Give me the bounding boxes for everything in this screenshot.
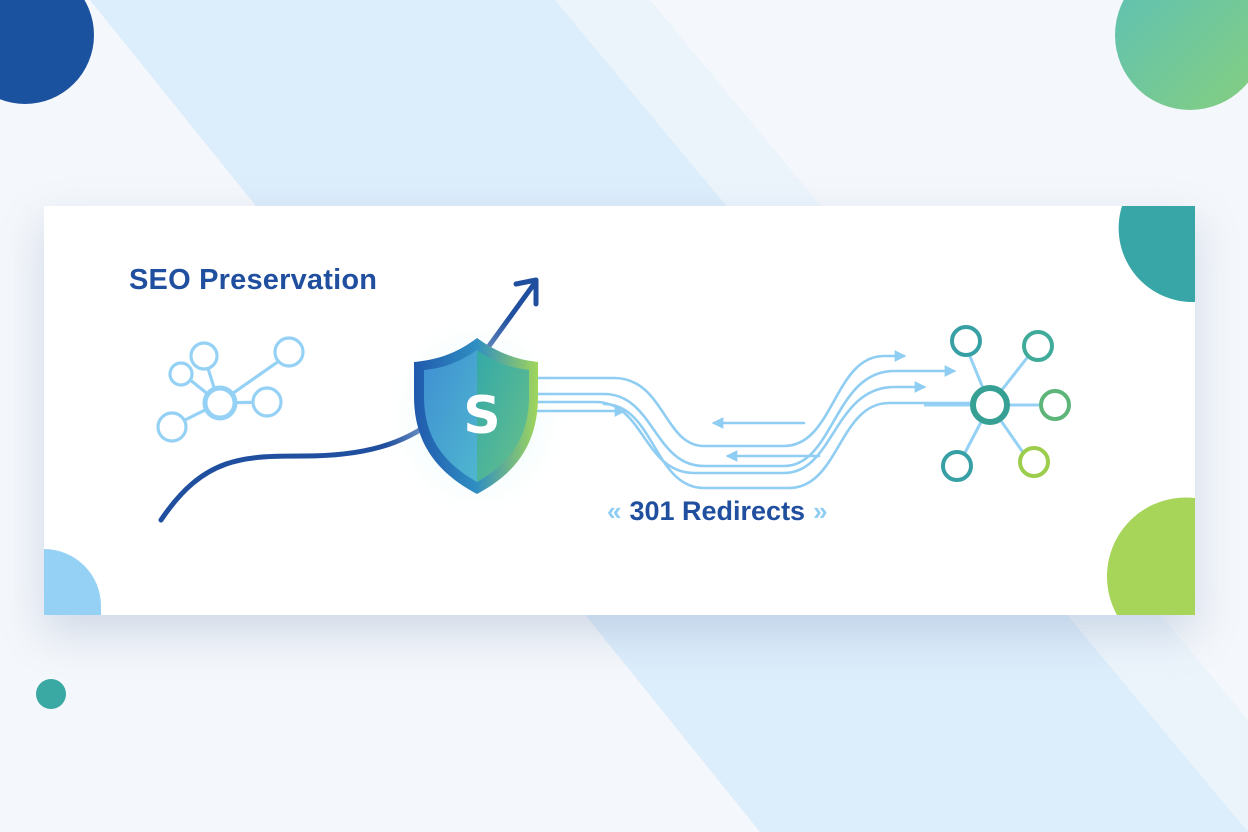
banner-title: SEO Preservation [129, 264, 378, 296]
teal-dot-decor [36, 679, 66, 709]
navy-circle-decor [0, 0, 94, 104]
shield-icon [414, 338, 538, 494]
corner-decor-top-right [1118, 206, 1195, 303]
teal-circle-decor [1115, 0, 1248, 110]
banner-card: SEO Preservation S « 301 Redirects » [44, 206, 1195, 615]
banner-graphics [44, 206, 1195, 615]
redirect-flow-arrows-icon [536, 350, 976, 490]
corner-decor-bottom-right [1106, 497, 1195, 615]
redirect-label: « 301 Redirects » [607, 496, 828, 527]
chevron-right-icon: » [813, 496, 828, 526]
corner-decor-bottom-left [44, 549, 101, 615]
chevron-left-icon: « [607, 496, 622, 526]
redirect-label-text: 301 Redirects [629, 496, 806, 526]
shield-letter: S [463, 386, 501, 446]
network-graph-icon [156, 336, 305, 443]
hub-network-icon [924, 325, 1071, 482]
